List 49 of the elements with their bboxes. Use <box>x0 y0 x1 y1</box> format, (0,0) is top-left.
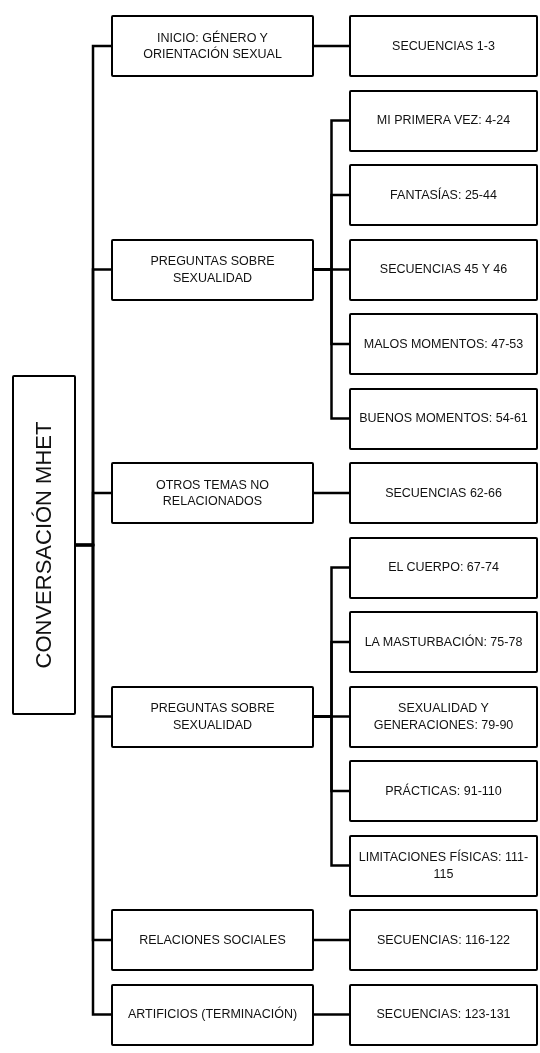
box-label: PRÁCTICAS: 91-110 <box>385 782 502 800</box>
connector-line <box>314 268 349 420</box>
sequence-box <box>349 685 538 748</box>
sequence-box <box>349 834 538 897</box>
sequence-box <box>349 909 538 971</box>
box-label: OTROS TEMAS NO RELACIONADOS <box>155 476 270 510</box>
sequence-box <box>349 760 538 822</box>
box-label: EL CUERPO: 67-74 <box>388 559 499 576</box>
box-label: SECUENCIAS 1-3 <box>392 37 495 55</box>
sequence-box <box>349 238 538 301</box>
topic-box <box>111 983 314 1046</box>
connector-line <box>314 491 349 495</box>
sequence-box <box>349 89 538 152</box>
topic-box <box>111 238 314 301</box>
root-label: CONVERSACIÓN MHET <box>29 421 57 669</box>
box-label: PREGUNTAS SOBRE SEXUALIDAD <box>149 253 276 286</box>
topic-box <box>111 15 314 77</box>
box-label: MI PRIMERA VEZ: 4-24 <box>376 112 511 129</box>
box-label: SECUENCIAS: 116-122 <box>376 931 511 949</box>
sequence-box <box>349 611 538 673</box>
box-label: RELACIONES SOCIALES <box>139 931 286 949</box>
sequence-box <box>349 462 538 524</box>
box-label: SEXUALIDAD Y GENERACIONES: 79-90 <box>372 700 515 733</box>
box-label: PREGUNTAS SOBRE SEXUALIDAD <box>149 700 276 733</box>
sequence-box <box>349 164 538 226</box>
topic-box <box>111 685 314 748</box>
sequence-box <box>349 536 538 599</box>
box-label: LA MASTURBACIÓN: 75-78 <box>364 633 523 651</box>
box-label: MALOS MOMENTOS: 47-53 <box>363 335 524 353</box>
box-label: BUENOS MOMENTOS: 54-61 <box>359 410 528 427</box>
connector-line <box>314 715 349 867</box>
box-label: FANTASÍAS: 25-44 <box>390 186 497 204</box>
box-label: LIMITACIONES FÍSICAS: 111-115 <box>357 849 530 882</box>
sequence-box <box>349 15 538 77</box>
box-label: SECUENCIAS: 123-131 <box>376 1006 511 1023</box>
topic-box <box>111 909 314 971</box>
connector-line <box>314 44 349 48</box>
connector-line <box>76 543 111 1016</box>
sequence-box <box>349 983 538 1046</box>
connector-line <box>314 938 349 942</box>
box-label: SECUENCIAS 62-66 <box>385 484 502 502</box>
box-label: ARTIFICIOS (TERMINACIÓN) <box>127 1006 298 1023</box>
box-label: INICIO: GÉNERO Y ORIENTACIÓN SEXUAL <box>142 29 283 63</box>
box-label: SECUENCIAS 45 Y 46 <box>379 261 508 278</box>
connector-line <box>314 1013 349 1016</box>
root-box <box>12 375 76 715</box>
sequence-box <box>349 387 538 450</box>
sequence-box <box>349 313 538 375</box>
topic-box <box>111 462 314 524</box>
